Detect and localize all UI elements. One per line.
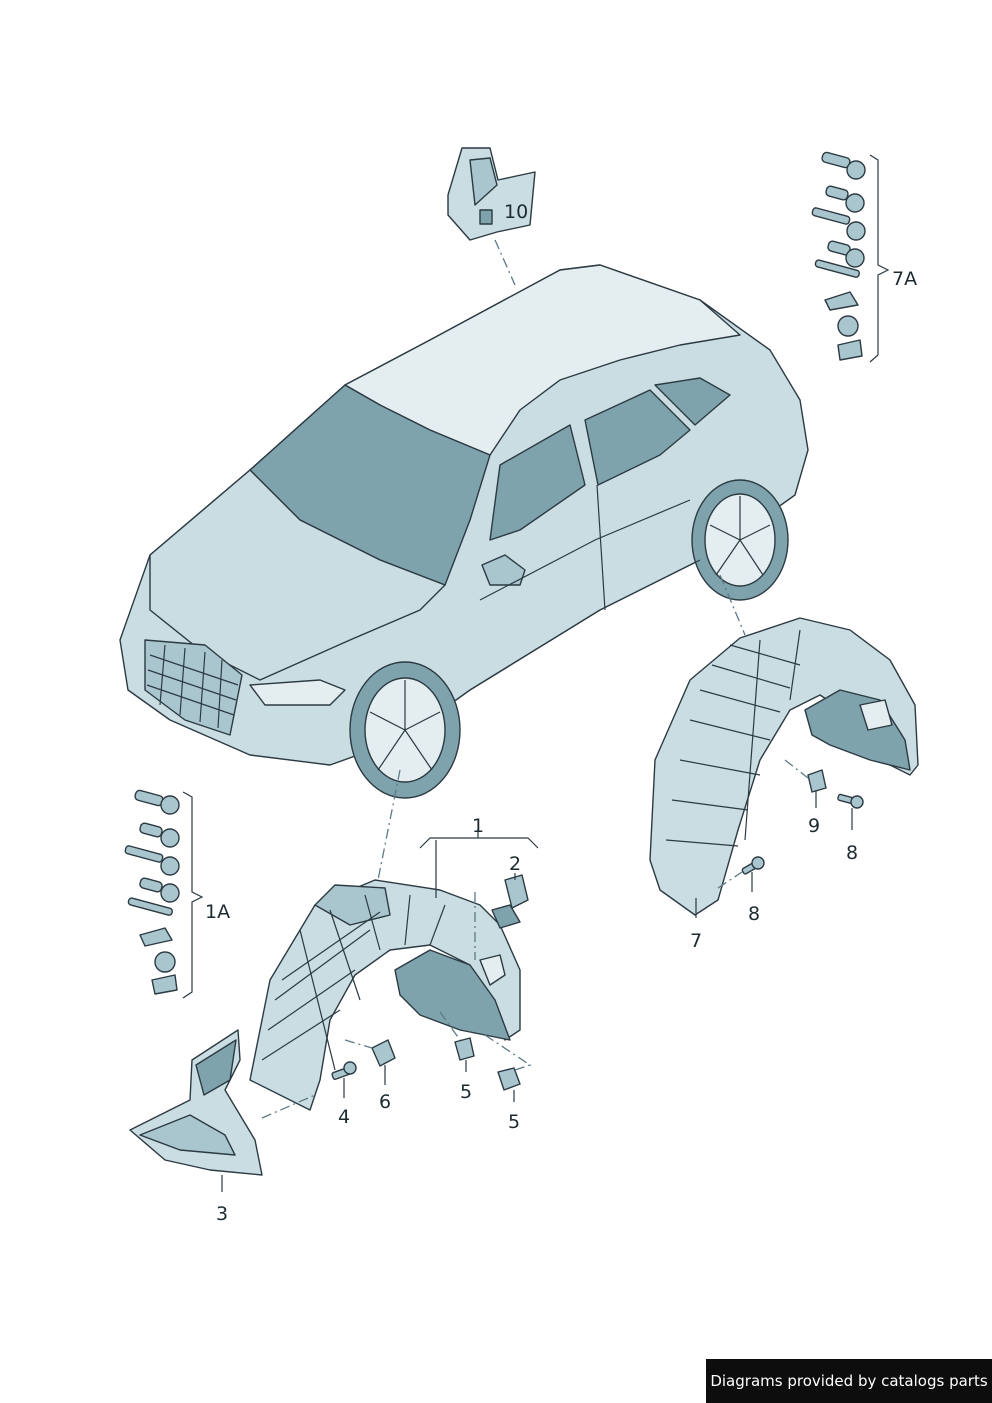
leader-part-6 xyxy=(344,1039,373,1049)
front-wheel-liner-part-1 xyxy=(249,879,521,1111)
label-part-6: 6 xyxy=(379,1091,391,1113)
label-part-2: 2 xyxy=(509,853,521,875)
label-part-7: 7 xyxy=(690,930,702,952)
rear-wheel-liner-part-7 xyxy=(649,617,919,916)
clip-part-9 xyxy=(807,769,827,793)
clip-part-2 xyxy=(491,874,529,929)
nut-part-6 xyxy=(371,1039,396,1067)
screw-part-8a xyxy=(837,793,864,809)
bracket-7a xyxy=(869,154,890,363)
screw-part-4 xyxy=(331,1061,357,1080)
label-part-5a: 5 xyxy=(460,1081,472,1103)
car-illustration xyxy=(119,264,809,799)
leader-part-8b xyxy=(717,871,743,889)
fastener-set-7a xyxy=(811,151,866,361)
screw-part-8b xyxy=(741,856,765,875)
label-part-8b: 8 xyxy=(748,903,760,925)
label-part-4: 4 xyxy=(338,1106,350,1128)
leader-part-5a xyxy=(439,1011,461,1041)
bracket-part-1 xyxy=(419,837,539,849)
leader-part-3 xyxy=(261,1094,316,1119)
splash-shield-part-3 xyxy=(129,1029,263,1176)
leader-part-7-car xyxy=(719,574,746,636)
bracket-1a xyxy=(182,791,204,999)
label-part-8a: 8 xyxy=(846,842,858,864)
label-part-3: 3 xyxy=(216,1203,228,1225)
leader-part-10 xyxy=(494,239,516,286)
label-part-10: 10 xyxy=(504,201,528,223)
leader-part-5b xyxy=(484,1034,532,1071)
attribution-footer: Diagrams provided by catalogs parts xyxy=(706,1359,992,1403)
label-part-1a: 1A xyxy=(205,901,230,923)
leader-part-9 xyxy=(784,759,809,779)
label-part-9: 9 xyxy=(808,815,820,837)
clip-part-5a xyxy=(454,1037,475,1061)
label-part-5b: 5 xyxy=(508,1111,520,1133)
label-part-7a: 7A xyxy=(892,268,917,290)
fastener-set-1a xyxy=(124,789,180,995)
bracket-part-10 xyxy=(447,147,536,241)
label-part-1: 1 xyxy=(472,815,484,837)
clip-part-5b xyxy=(497,1067,521,1091)
